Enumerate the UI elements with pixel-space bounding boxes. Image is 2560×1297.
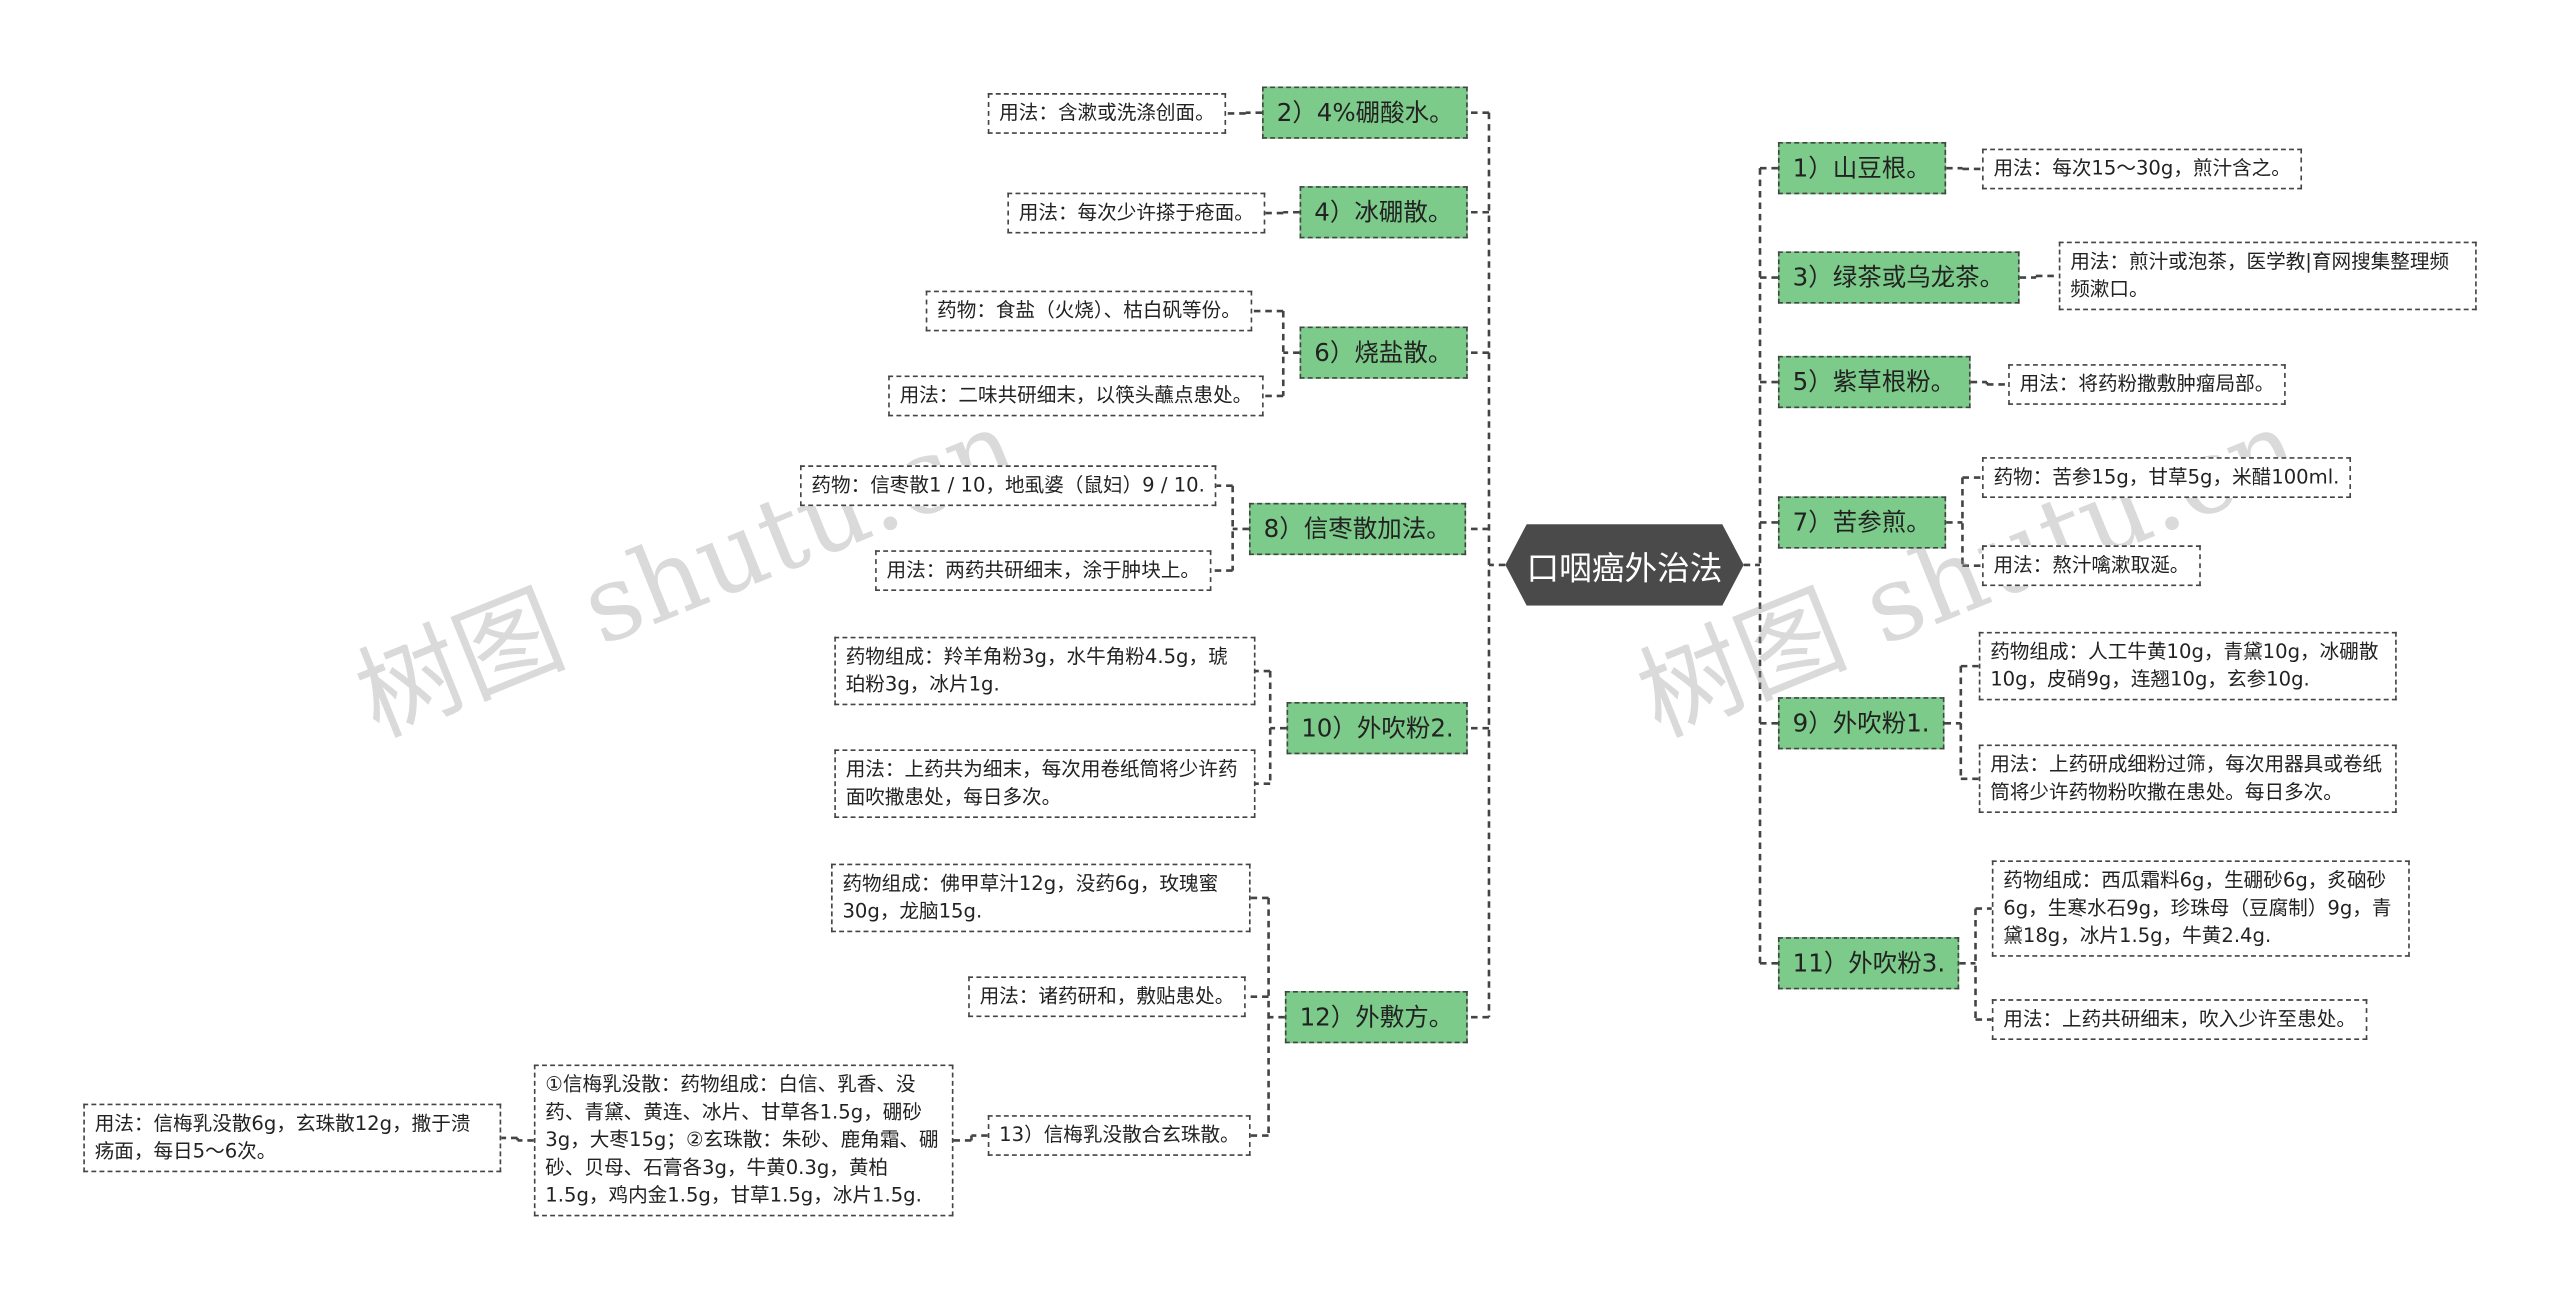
leaf-ingredients[interactable]: 药物组成：佛甲草汁12g，没药6g，玫瑰蜜30g，龙脑15g. xyxy=(831,863,1251,933)
leaf-usage[interactable]: 用法：上药共研细末，吹入少许至患处。 xyxy=(1991,999,2368,1040)
branch-kushen-decoction[interactable]: 7）苦参煎。 xyxy=(1777,496,1946,549)
leaf-formula-composition[interactable]: ①信梅乳没散：药物组成：白信、乳香、没药、青黛、黄连、冰片、甘草各1.5g，硼砂… xyxy=(533,1064,954,1217)
branch-boric-acid[interactable]: 2）4%硼酸水。 xyxy=(1262,86,1469,139)
leaf-usage[interactable]: 用法：煎汁或泡茶，医学教|育网搜集整理频频漱口。 xyxy=(2058,241,2477,311)
root-topic[interactable]: 口咽癌外治法 xyxy=(1505,524,1744,606)
leaf-usage[interactable]: 用法：每次少许搽于疮面。 xyxy=(1007,192,1266,234)
leaf-usage[interactable]: 用法：上药研成细粉过筛，每次用器具或卷纸筒将少许药物粉吹撒在患处。每日多次。 xyxy=(1978,744,2397,814)
branch-burnt-salt-powder[interactable]: 6）烧盐散。 xyxy=(1299,326,1468,379)
branch-ice-borax-powder[interactable]: 4）冰硼散。 xyxy=(1299,186,1468,239)
branch-zicao-root-powder[interactable]: 5）紫草根粉。 xyxy=(1777,355,1970,409)
leaf-ingredients[interactable]: 药物组成：羚羊角粉3g，水牛角粉4.5g，琥珀粉3g，冰片1g. xyxy=(834,636,1256,706)
branch-xinzao-powder[interactable]: 8）信枣散加法。 xyxy=(1248,502,1466,556)
leaf-ingredients[interactable]: 药物组成：西瓜霜料6g，生硼砂6g，炙硇砂6g，生寒水石9g，珍珠母（豆腐制）9… xyxy=(1991,860,2410,957)
leaf-usage[interactable]: 用法：将药粉撒敷肿瘤局部。 xyxy=(2008,364,2286,405)
leaf-usage[interactable]: 用法：诸药研和，敷贴患处。 xyxy=(968,976,1246,1018)
leaf-ingredients[interactable]: 药物组成：人工牛黄10g，青黛10g，冰硼散10g，皮硝9g，连翘10g，玄参1… xyxy=(1978,631,2397,701)
leaf-usage[interactable]: 用法：每次15～30g，煎汁含之。 xyxy=(1982,148,2303,190)
branch-insufflation-powder-2[interactable]: 10）外吹粉2. xyxy=(1286,702,1469,755)
leaf-ingredients[interactable]: 药物：食盐（火烧）、枯白矾等份。 xyxy=(925,290,1253,332)
branch-insufflation-powder-1[interactable]: 9）外吹粉1. xyxy=(1777,697,1945,750)
branch-insufflation-powder-3[interactable]: 11）外吹粉3. xyxy=(1777,937,1960,990)
branch-green-oolong-tea[interactable]: 3）绿茶或乌龙茶。 xyxy=(1777,251,2019,304)
branch-shandougen[interactable]: 1）山豆根。 xyxy=(1777,142,1946,195)
leaf-usage[interactable]: 用法：含漱或洗涤创面。 xyxy=(987,93,1227,134)
branch-external-application[interactable]: 12）外敷方。 xyxy=(1284,991,1468,1044)
leaf-usage[interactable]: 用法：熬汁噙漱取涎。 xyxy=(1982,545,2201,587)
leaf-ingredients[interactable]: 药物：信枣散1 / 10，地虱婆（鼠妇）9 / 10. xyxy=(799,465,1217,507)
leaf-usage[interactable]: 用法：上药共为细末，每次用卷纸筒将少许药面吹撒患处，每日多次。 xyxy=(834,749,1256,818)
leaf-usage[interactable]: 用法：信梅乳没散6g，玄珠散12g，撒于溃疡面，每日5～6次。 xyxy=(83,1103,502,1173)
leaf-usage[interactable]: 用法：两药共研细末，涂于肿块上。 xyxy=(875,550,1212,592)
leaf-ingredients[interactable]: 药物：苦参15g，甘草5g，米醋100ml. xyxy=(1982,457,2351,498)
leaf-usage[interactable]: 用法：二味共研细末，以筷头蘸点患处。 xyxy=(888,375,1264,417)
leaf-combined-formula[interactable]: 13）信梅乳没散合玄珠散。 xyxy=(987,1115,1252,1156)
